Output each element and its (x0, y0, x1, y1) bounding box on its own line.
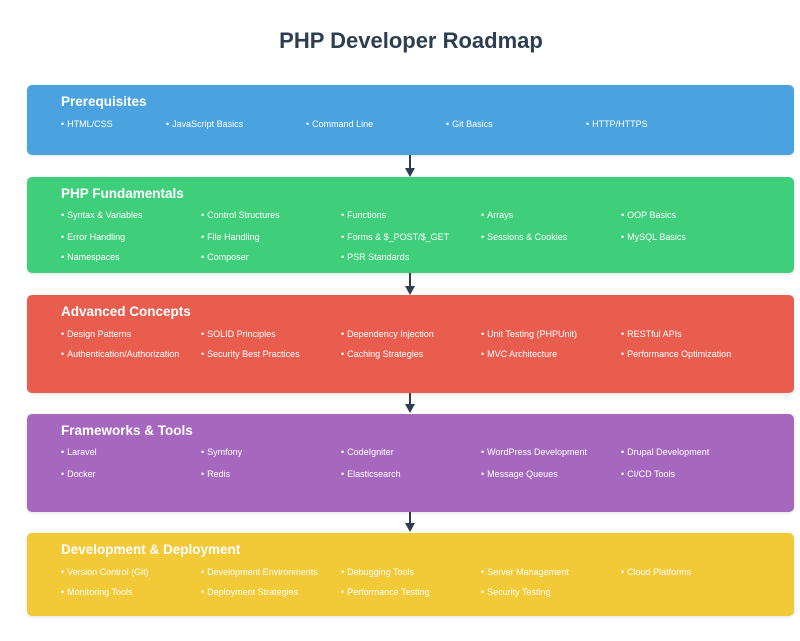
list-item: Namespaces (61, 252, 120, 262)
list-item: Debugging Tools (341, 567, 414, 577)
list-item: Error Handling (61, 232, 125, 242)
stage-advanced-concepts: Advanced Concepts Design Patterns SOLID … (27, 295, 794, 393)
list-item: Functions (341, 210, 386, 220)
list-item: Elasticsearch (341, 469, 401, 479)
list-item: RESTful APIs (621, 329, 682, 339)
list-item: CI/CD Tools (621, 469, 675, 479)
list-item: PSR Standards (341, 252, 409, 262)
list-item: Server Management (481, 567, 569, 577)
arrow-down-icon (405, 523, 415, 532)
list-item: Security Testing (481, 587, 550, 597)
list-item: Laravel (61, 447, 97, 457)
arrow-down-icon (405, 286, 415, 295)
list-item: WordPress Development (481, 447, 587, 457)
list-item: Git Basics (446, 119, 493, 129)
list-item: Cloud Platforms (621, 567, 691, 577)
page-title: PHP Developer Roadmap (279, 28, 543, 53)
list-item: Dependency Injection (341, 329, 434, 339)
list-item: Caching Strategies (341, 349, 423, 359)
list-item: Development Environments (201, 567, 318, 577)
stage-php-fundamentals: PHP Fundamentals Syntax & Variables Cont… (27, 177, 794, 273)
stage-title: Advanced Concepts (61, 304, 191, 319)
list-item: Sessions & Cookies (481, 232, 567, 242)
list-item: Design Patterns (61, 329, 131, 339)
list-item: Performance Optimization (621, 349, 731, 359)
list-item: Command Line (306, 119, 373, 129)
stage-title: Prerequisites (61, 94, 147, 109)
list-item: Forms & $_POST/$_GET (341, 232, 449, 242)
connector-line (409, 512, 411, 524)
list-item: HTML/CSS (61, 119, 113, 129)
list-item: JavaScript Basics (166, 119, 243, 129)
arrow-down-icon (405, 404, 415, 413)
list-item: Arrays (481, 210, 513, 220)
list-item: MVC Architecture (481, 349, 557, 359)
list-item: Composer (201, 252, 249, 262)
list-item: File Handling (201, 232, 260, 242)
list-item: HTTP/HTTPS (586, 119, 648, 129)
list-item: SOLID Principles (201, 329, 276, 339)
list-item: Redis (201, 469, 230, 479)
list-item: Performance Testing (341, 587, 429, 597)
connector-line (409, 273, 411, 287)
list-item: Drupal Development (621, 447, 709, 457)
list-item: MySQL Basics (621, 232, 686, 242)
stage-title: Frameworks & Tools (61, 423, 193, 438)
stage-prerequisites: Prerequisites HTML/CSS JavaScript Basics… (27, 85, 794, 155)
list-item: Deployment Strategies (201, 587, 298, 597)
connector-line (409, 393, 411, 405)
stage-title: Development & Deployment (61, 542, 241, 557)
list-item: Security Best Practices (201, 349, 300, 359)
list-item: Control Structures (201, 210, 280, 220)
list-item: Unit Testing (PHPUnit) (481, 329, 577, 339)
list-item: Symfony (201, 447, 242, 457)
connector-line (409, 155, 411, 169)
arrow-down-icon (405, 168, 415, 177)
list-item: Version Control (Git) (61, 567, 149, 577)
list-item: Message Queues (481, 469, 558, 479)
stage-development-deployment: Development & Deployment Version Control… (27, 533, 794, 616)
list-item: CodeIgniter (341, 447, 394, 457)
stage-frameworks-tools: Frameworks & Tools Laravel Symfony CodeI… (27, 414, 794, 512)
list-item: Monitoring Tools (61, 587, 132, 597)
list-item: Syntax & Variables (61, 210, 142, 220)
stage-title: PHP Fundamentals (61, 186, 184, 201)
list-item: Authentication/Authorization (61, 349, 179, 359)
list-item: Docker (61, 469, 96, 479)
list-item: OOP Basics (621, 210, 676, 220)
